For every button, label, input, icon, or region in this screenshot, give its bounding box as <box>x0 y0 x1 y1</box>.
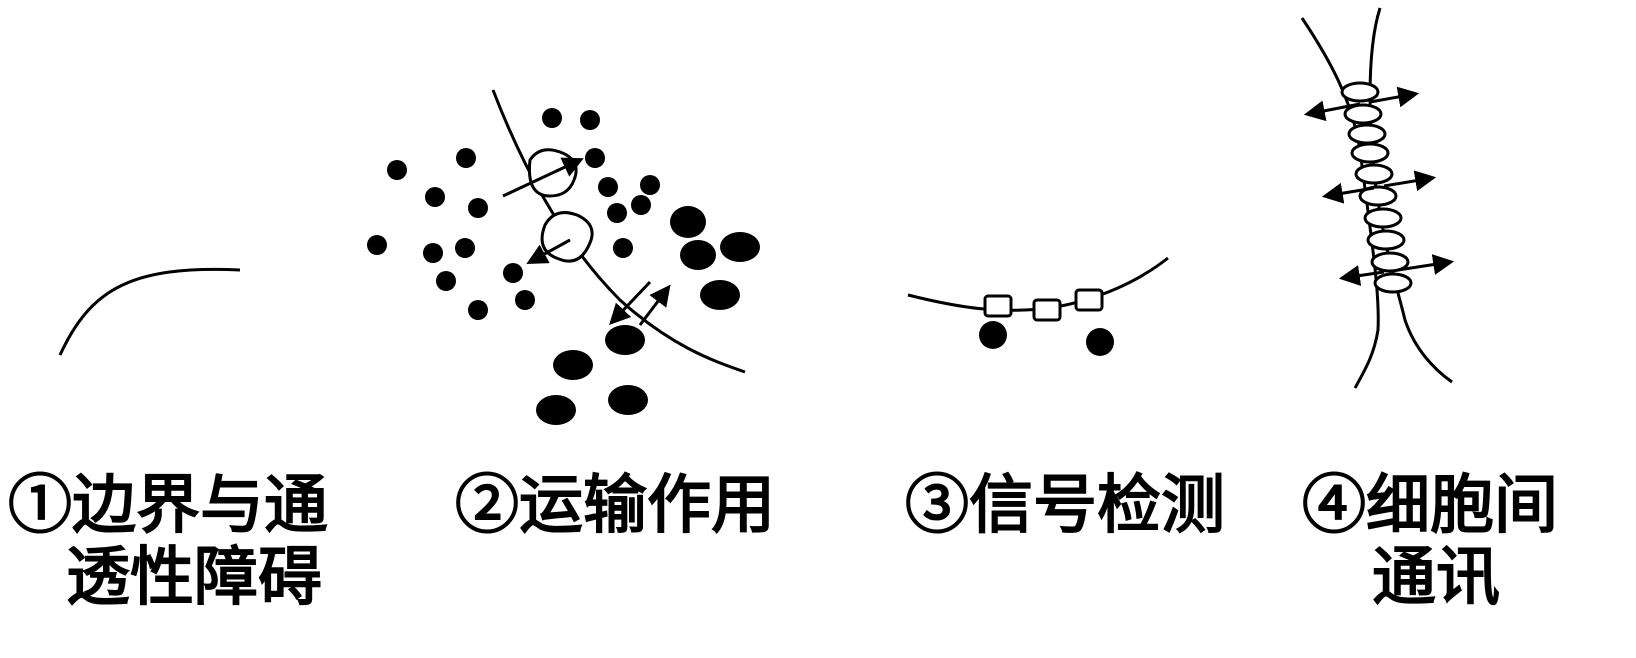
caption-boundary-line2: 透性障碍 <box>66 540 322 615</box>
transport-arrow <box>526 238 571 265</box>
membrane-curve <box>491 89 746 374</box>
large-molecules <box>536 206 760 425</box>
exchange-arrow <box>1338 265 1385 286</box>
caption-communication: ④细胞间 通讯 <box>1302 470 1558 614</box>
caption-communication-line2: 通讯 <box>1372 540 1500 615</box>
caption-communication-line1: ④细胞间 <box>1302 468 1558 543</box>
receptor-proteins <box>983 288 1104 322</box>
exchange-arrow <box>1383 170 1437 192</box>
exchange-arrow <box>1303 100 1361 122</box>
exchange-arrow <box>1397 254 1455 275</box>
caption-signal-line1: ③信号检测 <box>905 468 1225 543</box>
panel-boundary: ①边界与通 透性障碍 <box>0 0 380 658</box>
membrane-left <box>1300 17 1380 389</box>
caption-transport: ②运输作用 <box>455 470 775 542</box>
signal-molecules <box>979 321 1114 356</box>
gap-junction-channels <box>1340 81 1413 294</box>
membrane-right <box>1368 7 1453 384</box>
caption-boundary-line1: ①边界与通 <box>8 468 328 543</box>
caption-transport-line1: ②运输作用 <box>455 468 775 543</box>
small-molecules <box>367 108 660 320</box>
caption-signal: ③信号检测 <box>905 470 1225 542</box>
transport-arrow <box>638 284 671 326</box>
caption-boundary: ①边界与通 透性障碍 <box>8 470 328 614</box>
membrane-curve-illustration <box>58 267 241 356</box>
transport-arrow <box>502 157 584 198</box>
exchange-arrow <box>1321 182 1375 204</box>
membrane-curve <box>907 256 1169 312</box>
transport-arrow <box>609 280 652 326</box>
membrane-curve <box>58 267 241 356</box>
transport-proteins <box>527 148 594 263</box>
exchange-arrow <box>1369 86 1420 108</box>
